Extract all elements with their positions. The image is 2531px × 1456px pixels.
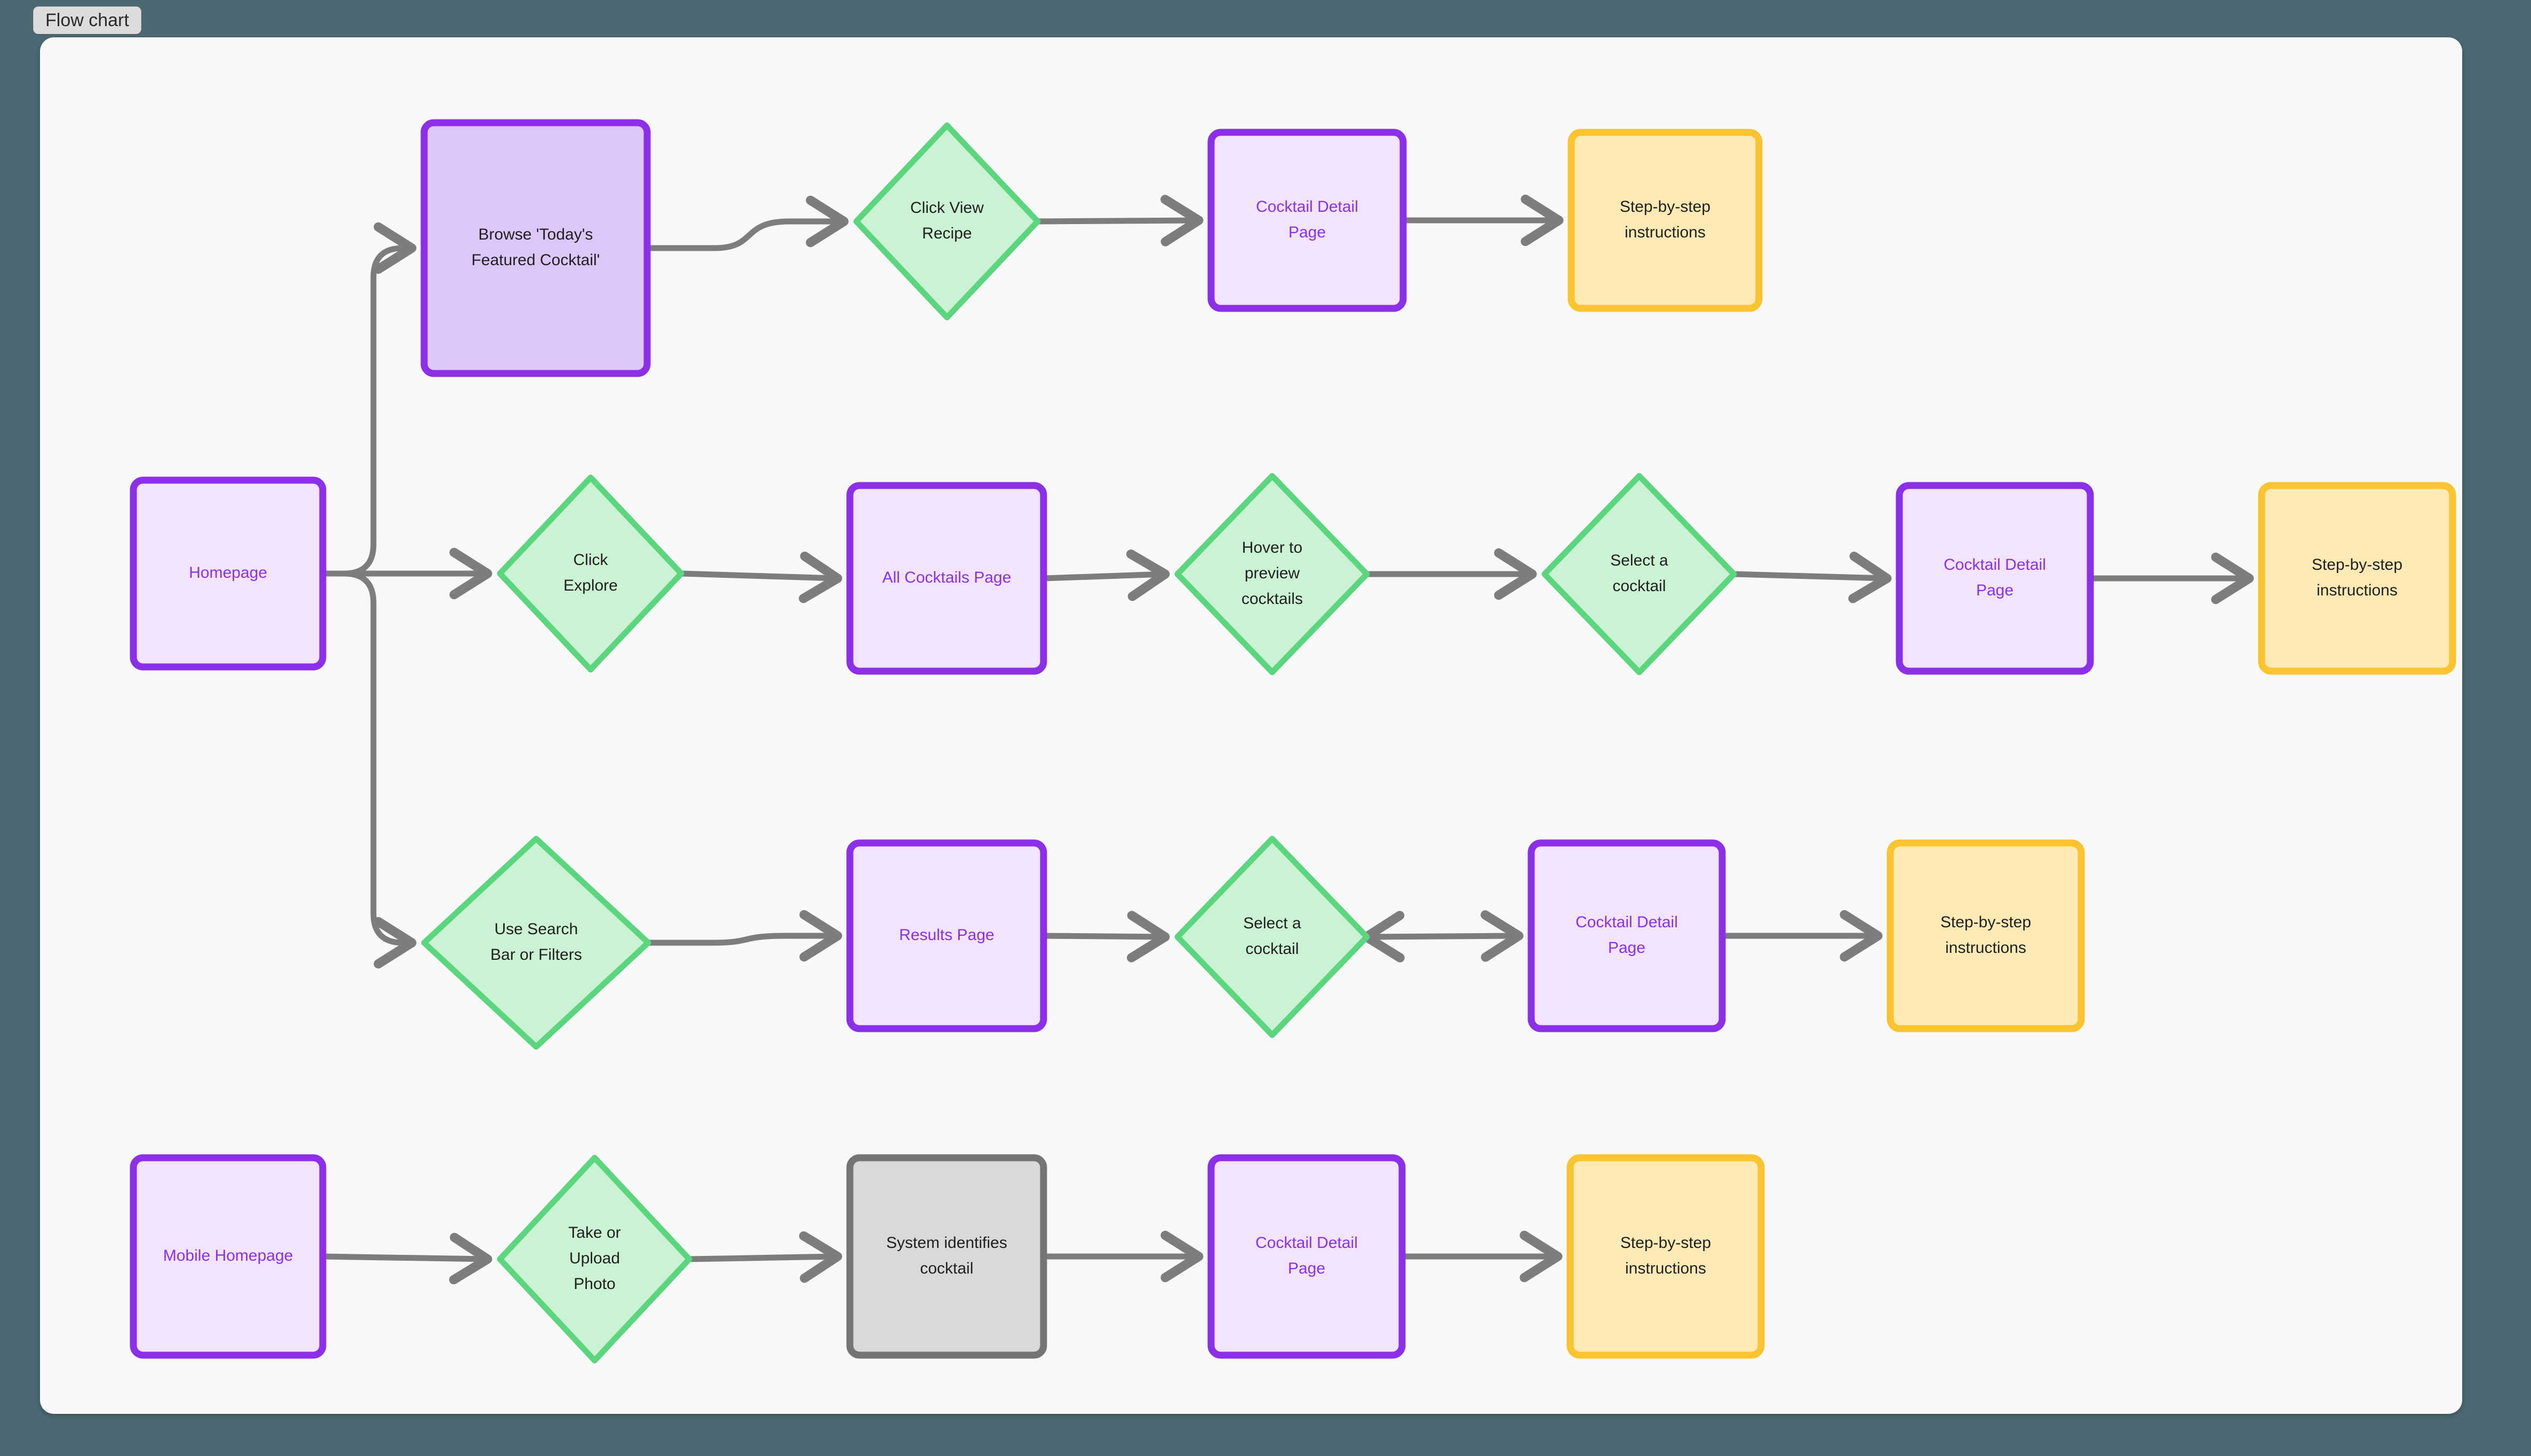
node-shape-rect [1896, 482, 2094, 675]
node-all_cocktails[interactable]: All Cocktails Page [846, 482, 1047, 675]
node-shape-rect [1207, 1154, 1406, 1359]
edge-all_cocktails-to-hover_preview[interactable] [1040, 549, 1170, 601]
node-label: Results Page [899, 926, 994, 944]
node-shape-rect [420, 119, 651, 377]
edge-homepage-to-use_search[interactable] [320, 570, 417, 969]
edge-select_r2-to-cdp_r2[interactable] [1731, 552, 1892, 603]
node-results_page[interactable]: Results Page [846, 839, 1047, 1032]
node-mobile_home[interactable]: Mobile Homepage [130, 1154, 327, 1359]
tab-flow-chart[interactable]: Flow chart [33, 6, 141, 34]
edge-homepage-to-browse_featured[interactable] [320, 222, 417, 577]
tab-bar: Flow chart [33, 5, 141, 35]
edge-browse_featured-to-click_view[interactable] [644, 195, 849, 251]
node-shape-diamond [1174, 836, 1370, 1038]
node-shape-diamond [1541, 473, 1737, 675]
node-shape-rect [2258, 482, 2456, 675]
edge-layer [320, 194, 2254, 1285]
node-shape-diamond [853, 122, 1041, 321]
node-shape-rect [1567, 129, 1763, 312]
node-shape-rect [846, 1154, 1047, 1359]
node-shape-rect [1887, 839, 2085, 1032]
node-label: All Cocktails Page [882, 569, 1012, 586]
node-shape-rect [1527, 839, 1726, 1032]
node-shape-diamond [421, 836, 651, 1050]
node-label: Homepage [189, 564, 267, 582]
node-label: Mobile Homepage [163, 1247, 293, 1264]
node-shape-diamond [497, 1155, 693, 1364]
edge-results_page-to-select_r3[interactable] [1040, 911, 1170, 962]
node-homepage[interactable]: Homepage [130, 476, 327, 671]
node-shape-diamond [497, 474, 685, 673]
edge-click_view-to-cdp_r1[interactable] [1034, 195, 1204, 246]
edge-take_photo-to-system_ident[interactable] [686, 1231, 842, 1283]
node-shape-rect [1566, 1154, 1765, 1359]
node-shape-rect [846, 839, 1047, 1032]
node-shape-rect [1207, 129, 1407, 312]
node-shape-rect [130, 476, 327, 671]
node-shape-rect [846, 482, 1047, 675]
edge-select_r3-to-cdp_r3[interactable] [1362, 910, 1524, 962]
edge-mobile_home-to-take_photo[interactable] [320, 1232, 492, 1285]
node-shape-rect [130, 1154, 327, 1359]
edge-click_explore-to-all_cocktails[interactable] [678, 551, 842, 603]
node-shape-diamond [1174, 473, 1370, 675]
edge-use_search-to-results_page[interactable] [645, 910, 842, 962]
